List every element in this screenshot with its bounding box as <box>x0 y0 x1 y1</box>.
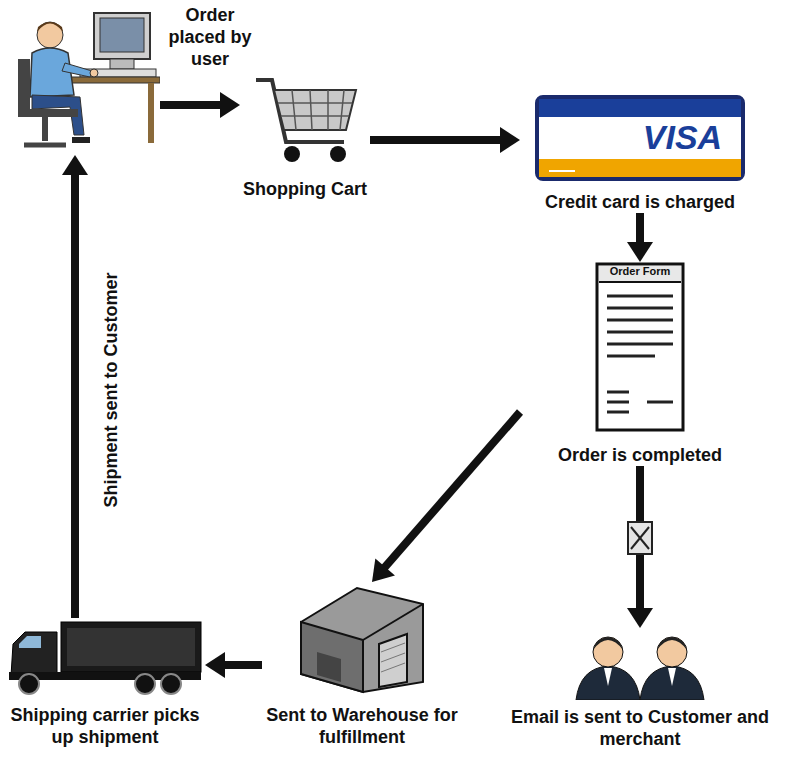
flow-arrow <box>160 92 240 118</box>
arrow-shaft <box>71 173 79 618</box>
flow-arrow <box>627 213 653 262</box>
arrow-head <box>220 92 240 118</box>
step-label: Email is sent to Customer and merchant <box>505 702 775 750</box>
step-node: Shopping Cart <box>240 70 370 200</box>
flow-arrow <box>370 127 520 153</box>
arrow-shaft <box>370 136 502 144</box>
step-label: Shopping Cart <box>240 174 370 200</box>
arrow-head <box>372 558 395 582</box>
envelope-icon <box>628 522 652 554</box>
step-label: Order is completed <box>520 440 760 466</box>
step-label: Shipping carrier picks up shipment <box>5 700 205 748</box>
arrow-head <box>627 242 653 262</box>
step-label: Credit card is charged <box>520 187 760 213</box>
arrow-head <box>500 127 520 153</box>
arrow-shaft <box>636 213 644 244</box>
step-node: Email is sent to Customer and merchant <box>505 628 775 750</box>
step-icon <box>252 70 362 174</box>
step-node: Shipping carrier picks up shipment <box>5 618 205 748</box>
icon-text: Order Form <box>595 265 685 278</box>
step-icon <box>570 628 710 702</box>
step-icon <box>5 618 205 700</box>
step-icon <box>297 582 427 700</box>
step-node: Order FormOrder is completed <box>520 262 760 466</box>
arrow-shaft <box>384 412 520 568</box>
edge-label: Order placed by user <box>165 4 255 70</box>
flow-arrow <box>372 412 520 582</box>
flow-arrow <box>62 155 88 618</box>
arrow-head <box>62 155 88 175</box>
icon-text: VISA <box>630 117 735 158</box>
step-node: VISA Credit card is charged <box>520 95 760 213</box>
flow-arrow <box>205 652 262 678</box>
arrow-shaft <box>160 101 222 109</box>
step-icon <box>10 5 160 155</box>
step-icon <box>595 262 685 440</box>
arrow-shaft <box>223 661 262 669</box>
arrow-head <box>627 608 653 628</box>
step-node: Sent to Warehouse for fulfillment <box>262 582 462 748</box>
step-label: Sent to Warehouse for fulfillment <box>262 700 462 748</box>
edge-label: Shipment sent to Customer <box>100 272 122 507</box>
flow-arrow <box>627 466 653 628</box>
step-node <box>10 5 160 155</box>
arrow-head <box>205 652 225 678</box>
